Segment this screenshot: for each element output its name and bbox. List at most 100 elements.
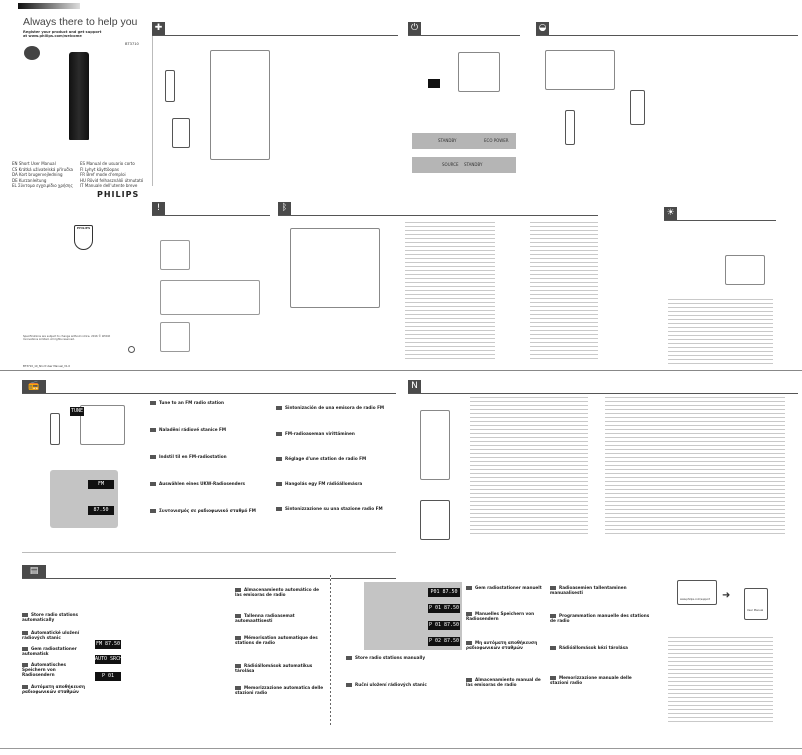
philips-shield-logo: PHILIPS bbox=[74, 225, 93, 250]
lang-es: ES Manual de usuario corto bbox=[80, 161, 135, 166]
setup-remote-illustration bbox=[565, 110, 575, 145]
preset-display: P 01 87.50 bbox=[428, 604, 460, 613]
brightness-icon: ☀ bbox=[664, 207, 677, 220]
step-heading: Αυτόματη αποθήκευση ραδιοφωνικών σταθμών bbox=[22, 684, 88, 694]
step-heading: Συντονισμός σε ραδιοφωνικό σταθμό FM bbox=[150, 508, 270, 513]
step-heading: Automatisches Speichern von Radiosendern bbox=[22, 662, 88, 677]
nfc-text-right bbox=[605, 395, 785, 535]
step-heading: Memorizzazione automatica delle stazioni… bbox=[235, 685, 324, 695]
step-heading: Almacenamiento manual de las emisoras de… bbox=[466, 677, 544, 687]
bluetooth-text-right bbox=[530, 220, 598, 360]
bluetooth-speaker-illustration bbox=[290, 228, 380, 308]
step-heading: Auswählen eines UKW-Radiosenders bbox=[150, 481, 270, 486]
download-instructions bbox=[668, 635, 773, 725]
warning-illustration-3 bbox=[160, 322, 190, 352]
source-label: SOURCE bbox=[442, 162, 459, 167]
step-heading: Mémorisation automatique des stations de… bbox=[235, 635, 325, 645]
lang-el: EL Σύντομο εγχειρίδιο χρήσης bbox=[12, 183, 73, 188]
warning-illustration-1 bbox=[160, 240, 190, 270]
step-heading: Réglage d'une station de radio FM bbox=[276, 456, 396, 461]
section-box-contents: ✚ bbox=[152, 22, 398, 36]
nfc-phone-illustration bbox=[420, 410, 450, 480]
lang-fi: FI Lyhyt käyttöopas bbox=[80, 166, 119, 172]
nfc-text-left bbox=[470, 395, 588, 535]
step-heading: Μη αυτόματη αποθήκευση ραδιοφωνικών σταθ… bbox=[466, 640, 544, 650]
radio-display-tune: TUNE bbox=[70, 407, 84, 416]
step-heading: Automatické uložení rádiových stanic bbox=[22, 630, 88, 640]
bluetooth-icon: ᛒ bbox=[278, 202, 291, 215]
arrow-icon: ➜ bbox=[722, 590, 731, 601]
radio-tune-icon: 📻 bbox=[22, 380, 46, 393]
step-heading: Rádióállomások automatikus tárolása bbox=[235, 663, 325, 673]
radio-steps-box: FM 87.50 bbox=[50, 470, 118, 528]
eco-power-label: ECO POWER bbox=[484, 138, 509, 143]
setup-phone-illustration bbox=[630, 90, 645, 125]
cover-title: Always there to help you bbox=[23, 16, 138, 28]
section-presets: ▤ bbox=[22, 565, 396, 579]
power-display bbox=[428, 79, 440, 88]
section-power: ⏻ bbox=[408, 22, 520, 36]
step-heading: Gem radiostationer manuelt bbox=[466, 585, 544, 590]
step-heading: Tallenna radioasemat automaattisesti bbox=[235, 613, 325, 623]
document-id: BT3710_10_Short User Manual_V1.0 bbox=[23, 365, 71, 368]
manual-store-box: P01 87.50 P 01 87.50 P 01 87.50 P 02 87.… bbox=[364, 582, 462, 650]
lang-cs: CS Krátká uživatelská příručka bbox=[12, 166, 74, 172]
speaker-top-illustration bbox=[458, 52, 500, 92]
step-heading: Ruční uložení rádiových stanic bbox=[346, 682, 440, 687]
bluetooth-text-left bbox=[405, 220, 495, 360]
cover-badge bbox=[24, 46, 40, 60]
preset-display-1: AUTO SRCH bbox=[95, 655, 123, 664]
preset-display-0: FM 87.50 bbox=[95, 640, 121, 649]
radio-display-freq: 87.50 bbox=[88, 506, 114, 515]
step-heading: Hangolás egy FM rádióállomásra bbox=[276, 481, 396, 486]
warranty-leaflet-illustration bbox=[172, 118, 190, 148]
step-heading: Memorizzazione manuale delle stazioni ra… bbox=[550, 675, 650, 685]
step-heading: Almacenamiento automático de las emisora… bbox=[235, 587, 325, 597]
section-bluetooth: ᛒ bbox=[278, 202, 598, 216]
legal-text: Specifications are subject to change wit… bbox=[23, 335, 111, 342]
model-number: BT3710 bbox=[125, 42, 139, 46]
step-heading: Radioasemien tallentaminen manuaalisesti bbox=[550, 585, 650, 595]
section-setup: ◒ bbox=[536, 22, 798, 36]
step-heading: Sintonizzazione su una stazione radio FM bbox=[276, 506, 396, 511]
section-display-brightness: ☀ bbox=[664, 207, 776, 221]
user-manual-label: User Manual bbox=[747, 609, 764, 612]
user-manual-book: User Manual bbox=[744, 588, 768, 620]
preset-display: P01 87.50 bbox=[428, 588, 460, 597]
philips-logo: PHILIPS bbox=[97, 190, 140, 199]
product-image-speaker bbox=[69, 52, 89, 140]
step-heading: Sintonización de una emisora de radio FM bbox=[276, 405, 396, 410]
step-heading: Manuelles Speichern von Radiosendern bbox=[466, 611, 544, 621]
section-fm-radio: 📻 bbox=[22, 380, 396, 394]
warning-icon: ! bbox=[152, 202, 165, 215]
support-url: www.philips.com/support bbox=[680, 598, 711, 601]
step-heading: FM-radioaseman virittäminen bbox=[276, 431, 396, 436]
step-heading: Store radio stations manually bbox=[346, 655, 440, 660]
step-heading: Programmation manuelle des stations de r… bbox=[550, 613, 650, 623]
step-heading: Rádióállomások kézi tárolása bbox=[550, 645, 650, 650]
step-heading: Tune to an FM radio station bbox=[150, 400, 270, 405]
lang-fr: FR Bref mode d'emploi bbox=[80, 172, 126, 177]
section-warnings: ! bbox=[152, 202, 270, 216]
recycle-icon bbox=[128, 346, 135, 353]
lang-da: DA Kort brugervejledning bbox=[12, 172, 63, 177]
step-heading: Gem radiostationer automatisk bbox=[22, 646, 88, 656]
preset-display: P 01 87.50 bbox=[428, 621, 460, 630]
standby2-label: STANDBY bbox=[464, 162, 483, 167]
section-nfc: N bbox=[408, 380, 798, 394]
remote-illustration bbox=[165, 70, 175, 102]
language-list: EN Short User Manual ES Manual de usuari… bbox=[12, 161, 150, 188]
setup-speaker-illustration bbox=[545, 50, 615, 90]
step-heading: Indstil til en FM-radiostation bbox=[150, 454, 270, 459]
preset-icon: ▤ bbox=[22, 565, 46, 578]
standby-eco-bar: STANDBY ECO POWER bbox=[412, 133, 516, 149]
box-contents-icon: ✚ bbox=[152, 22, 165, 35]
laptop-illustration: www.philips.com/support bbox=[677, 580, 717, 605]
radio-speaker-illustration bbox=[80, 405, 125, 445]
preset-display: P 02 87.50 bbox=[428, 637, 460, 646]
nfc-phone-prompt bbox=[420, 500, 450, 540]
step-heading: Naladění rádiové stanice FM bbox=[150, 427, 270, 432]
gray-scale-bar bbox=[18, 3, 80, 9]
radio-display-fm: FM bbox=[88, 480, 114, 489]
brightness-text bbox=[668, 297, 773, 367]
